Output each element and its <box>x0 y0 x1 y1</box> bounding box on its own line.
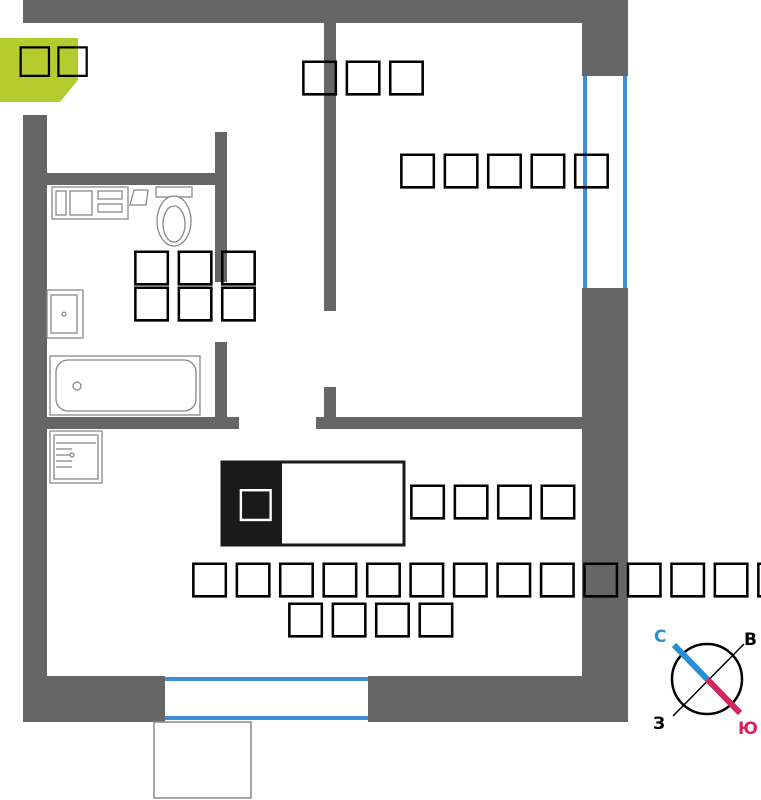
partition-horizontal-left <box>47 417 239 429</box>
legend-frame <box>220 460 406 547</box>
bottom-wall-left <box>23 676 165 722</box>
compass-rose: С В Ю З <box>653 627 758 739</box>
bathroom-top-wall <box>47 173 227 185</box>
compass-north-label: С <box>654 627 666 647</box>
right-wall-upper <box>582 0 628 76</box>
room-labels: □□□ □□□□□ □□□ □□□ □□□□ □□□□□□□□□□□□□□ □□… <box>130 47 761 643</box>
bathroom-label-line1: □□□ <box>130 237 260 291</box>
compass-south-arm <box>704 676 743 716</box>
living-room-label: □□□□□ <box>396 140 613 194</box>
legend-dark-cell <box>222 462 282 545</box>
bottom-window <box>165 676 368 722</box>
bathroom-sink-icon <box>46 289 84 339</box>
badge-shape <box>0 38 78 102</box>
bottom-wall-right <box>368 676 628 722</box>
right-window <box>582 76 628 288</box>
kitchen-label-line2: □□□□ <box>284 589 458 643</box>
compass-south-label: Ю <box>738 719 758 739</box>
kitchen-label-line1: □□□□□□□□□□□□□□ <box>188 549 761 603</box>
bathtub-icon <box>49 355 201 416</box>
kitchen-sink-icon <box>49 430 103 484</box>
corridor-label: □□□ <box>298 47 428 101</box>
bathroom-right-wall-upper <box>215 132 227 282</box>
legend-marker: □ <box>236 477 276 526</box>
top-wall <box>23 0 628 23</box>
interior-walls <box>47 23 582 429</box>
toilet-icon <box>155 186 193 247</box>
kitchen-area-label: □□□□ <box>406 471 580 525</box>
compass-west-label: З <box>653 714 665 734</box>
right-wall-lower <box>582 288 628 722</box>
bathroom-fixtures <box>46 186 201 416</box>
partition-horizontal-right <box>316 417 582 429</box>
compass-east-label: В <box>744 630 757 650</box>
compass-north-arm <box>671 642 710 682</box>
partition-vertical-upper <box>324 23 336 311</box>
badge-text: □□ <box>16 36 92 82</box>
apartment-badge: □□ <box>0 36 92 102</box>
balcony <box>153 721 252 799</box>
left-wall <box>23 115 47 722</box>
bathroom-label-line2: □□□ <box>130 273 260 327</box>
compass-circle <box>670 642 744 716</box>
washing-machine-icon <box>51 186 149 220</box>
outer-walls <box>23 0 628 722</box>
bathroom-right-wall-lower <box>215 342 227 422</box>
room-legend-box: □ <box>220 460 406 547</box>
windows <box>165 76 628 722</box>
